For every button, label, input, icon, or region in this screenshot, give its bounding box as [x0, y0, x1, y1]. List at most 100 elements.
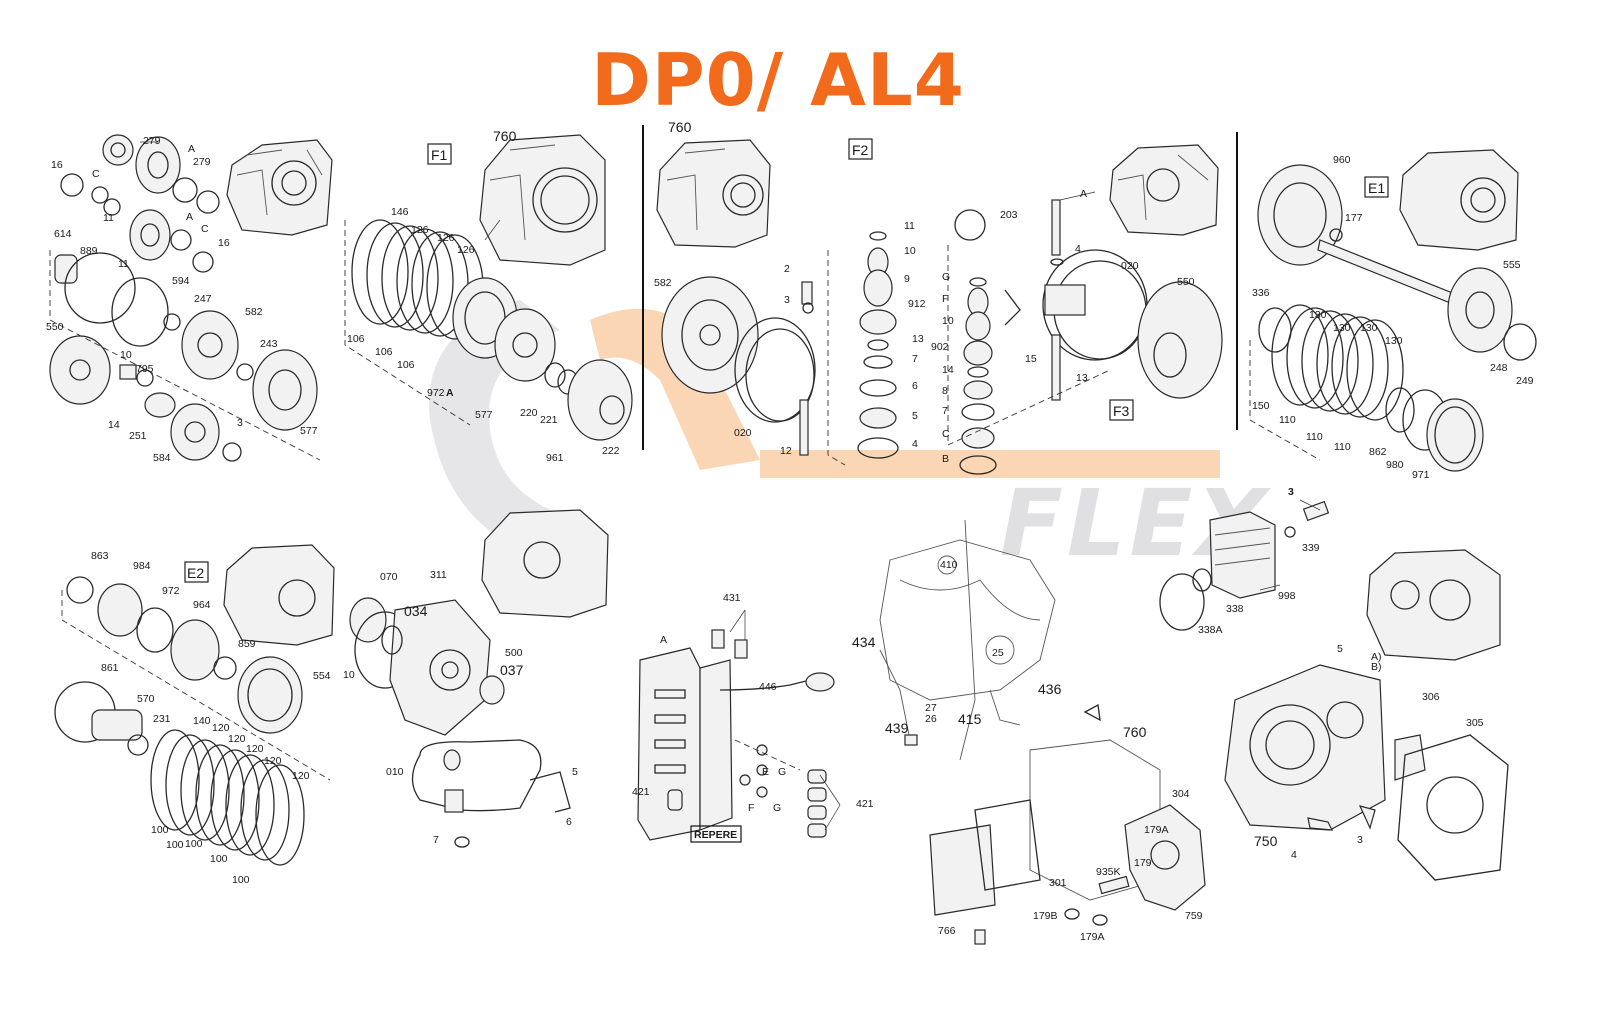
part-label: 179A	[1080, 931, 1105, 943]
transmission-housing-6	[223, 544, 335, 646]
section-label-f1: F1	[431, 147, 448, 163]
part-label: 100	[185, 838, 203, 850]
part-label: A	[188, 143, 195, 155]
part-label: 554	[313, 670, 331, 682]
part-label: 421	[632, 786, 650, 798]
group-side-cover	[929, 703, 1206, 945]
part-label: 972	[427, 387, 445, 399]
part-label: 248	[1490, 362, 1508, 374]
part-label: 339	[1302, 542, 1320, 554]
part-label: 130	[1385, 335, 1403, 347]
part-label: 5	[572, 766, 578, 778]
part-label: 15	[1025, 353, 1037, 365]
part-label: REPERE	[694, 829, 737, 841]
part-label: 126	[457, 244, 475, 256]
part-label: 14	[942, 364, 954, 376]
part-label: 960	[1333, 154, 1351, 166]
part-label: 434	[852, 634, 876, 650]
part-labels: 279 A 279 16 C 11 A C 16 614 889 11 594 …	[46, 119, 1534, 943]
part-label: 13	[1076, 372, 1088, 384]
part-label: 120	[246, 743, 264, 755]
part-label: 998	[1278, 590, 1296, 602]
part-label: 750	[1254, 833, 1278, 849]
part-label: 7	[942, 405, 948, 417]
part-label: C	[942, 428, 950, 440]
part-label: 120	[264, 755, 282, 767]
part-label: 120	[228, 733, 246, 745]
part-label: 7	[433, 834, 439, 846]
part-label: 6	[566, 816, 572, 828]
part-label: 984	[133, 560, 151, 572]
part-label: 550	[46, 321, 64, 333]
part-label: 614	[54, 228, 72, 240]
part-label: 760	[668, 119, 692, 135]
part-label: 3	[237, 417, 243, 429]
part-label: 594	[172, 275, 190, 287]
part-label: 13	[912, 333, 924, 345]
part-label: 760	[1123, 724, 1147, 740]
part-label: 760	[493, 128, 517, 144]
part-label: 4	[1075, 243, 1081, 255]
part-label: 130	[1309, 309, 1327, 321]
group-oil-cooler	[1159, 500, 1330, 631]
part-label: 10	[942, 315, 954, 327]
part-label: 446	[759, 681, 777, 693]
part-label: 110	[1334, 441, 1351, 453]
part-label: 500	[505, 647, 523, 659]
part-label: 972	[162, 585, 180, 597]
part-label: 020	[1121, 260, 1139, 272]
group-e2-clutch	[54, 576, 331, 866]
part-label: A	[186, 211, 193, 223]
part-label: 3	[1357, 834, 1363, 846]
group-oil-pump-pan	[349, 597, 571, 848]
part-label: 070	[380, 571, 398, 583]
part-label: 421	[856, 798, 874, 810]
transmission-housing-5	[1399, 149, 1519, 251]
part-label: 16	[218, 237, 230, 249]
part-label: 222	[602, 445, 620, 457]
part-label: F	[942, 293, 948, 305]
part-label: 861	[101, 662, 119, 674]
transmission-housing-3	[656, 139, 771, 248]
part-label: 130	[1360, 322, 1378, 334]
part-label: 25	[992, 647, 1004, 659]
part-label: 306	[1422, 691, 1440, 703]
part-label: 179B	[1033, 910, 1058, 922]
part-label: 106	[397, 359, 415, 371]
part-label: 859	[238, 638, 256, 650]
part-label: 305	[1466, 717, 1484, 729]
part-label: 26	[925, 713, 937, 725]
part-label: B	[942, 453, 949, 465]
part-label: 436	[1038, 681, 1062, 697]
part-label: 5	[1337, 643, 1343, 655]
part-label: 020	[734, 427, 752, 439]
part-label: 5	[912, 410, 918, 422]
part-label: 11	[103, 212, 114, 224]
part-label: 203	[1000, 209, 1018, 221]
part-label: 010	[386, 766, 404, 778]
part-label: 110	[1306, 431, 1323, 443]
part-label: 130	[1333, 322, 1351, 334]
part-label: 247	[194, 293, 212, 305]
part-label: A	[446, 387, 454, 399]
part-label: 110	[1279, 414, 1296, 426]
section-label-f3: F3	[1113, 403, 1130, 419]
transmission-housing-7	[481, 509, 609, 618]
part-label: 577	[300, 425, 318, 437]
part-label: 338	[1226, 603, 1244, 615]
part-label: 4	[912, 438, 918, 450]
part-label: C	[92, 168, 100, 180]
part-label: 301	[1049, 877, 1067, 889]
part-label: 279	[193, 156, 211, 168]
part-label: 582	[245, 306, 263, 318]
part-label: 106	[375, 346, 393, 358]
section-label-f2: F2	[852, 142, 869, 158]
part-label: 179	[1134, 857, 1152, 869]
part-label: 10	[904, 245, 916, 257]
part-label: 100	[210, 853, 228, 865]
part-label: 279	[143, 135, 161, 147]
part-label: 6	[912, 380, 918, 392]
part-label: 146	[391, 206, 409, 218]
part-label: 584	[153, 452, 171, 464]
part-label: 120	[292, 770, 310, 782]
